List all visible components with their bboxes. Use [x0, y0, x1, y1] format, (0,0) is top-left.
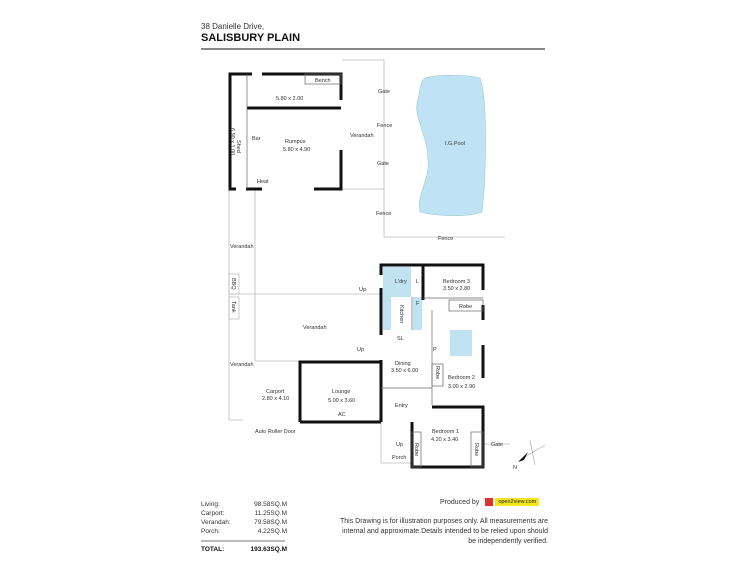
produced-by: Produced by open2view.com [440, 498, 540, 506]
label-laundry: L'dry [395, 279, 407, 285]
header-divider [201, 48, 545, 50]
label-rumpus: Rumpus [285, 139, 306, 145]
outdoor-lines [228, 59, 510, 464]
label-bench: Bench [315, 78, 331, 84]
label-robe-b1-left: Robe [413, 443, 419, 456]
label-carport: Carport [266, 389, 285, 395]
label-bedroom3-size: 3.50 x 2.80 [443, 286, 470, 292]
label-robe-b2: Robe [434, 366, 440, 379]
label-bedroom2: Bedroom 2 [448, 375, 475, 381]
label-bar: Bar [252, 136, 261, 142]
label-gate-2: Gate [377, 161, 389, 167]
produced-by-label: Produced by [440, 498, 480, 506]
disclaimer: This Drawing is for illustration purpose… [340, 518, 549, 545]
label-verandah-main: Verandah [303, 325, 327, 331]
property-suburb: SALISBURY PLAIN [201, 32, 301, 44]
label-heat: Heat [257, 179, 269, 185]
label-verandah-lower: Verandah [230, 362, 254, 368]
label-shed-size: 6.90 x 1.00 [229, 128, 235, 155]
label-dining: Dining [395, 361, 411, 367]
logo-text: open2view.com [495, 498, 540, 506]
label-verandah-side: Verandah [230, 244, 254, 250]
label-bedroom1-size: 4.20 x 3.40 [431, 437, 458, 443]
area-row: Living: 98.58SQ.M [201, 500, 287, 509]
label-shed: Shed [235, 140, 241, 153]
label-fence-1: Fence [377, 123, 392, 129]
label-up-3: Up [396, 442, 403, 448]
label-bedroom2-size: 3.00 x 2.90 [448, 384, 475, 390]
label-fence-3: Fence [438, 236, 453, 242]
north-arrow-icon: N [513, 439, 546, 471]
wet-areas [383, 267, 472, 356]
label-carport-size: 2.80 x 4.10 [262, 396, 289, 402]
label-porch: Porch [392, 455, 406, 461]
area-row: Carport: 11.25SQ.M [201, 509, 287, 518]
label-pool: I.G.Pool [445, 141, 465, 147]
logo-icon [485, 498, 494, 506]
area-label: Living: [201, 501, 220, 508]
area-total: TOTAL: 193.63SQ.M [201, 545, 287, 554]
label-tank: Tank [230, 301, 236, 313]
label-robe-b3: Robe [459, 304, 472, 310]
area-divider [201, 540, 285, 542]
area-label: Porch: [201, 528, 220, 535]
label-sl: SL [397, 336, 404, 342]
label-lounge: Lounge [332, 389, 350, 395]
label-entry: Entry [395, 403, 408, 409]
label-store-size: 5.80 x 2.00 [276, 96, 303, 102]
label-up-2: Up [357, 347, 364, 353]
area-row: Porch: 4.22SQ.M [201, 527, 287, 536]
area-label: Carport: [201, 510, 225, 517]
label-l: L [416, 279, 419, 285]
area-value: 98.58SQ.M [254, 501, 287, 508]
label-fence-2: Fence [376, 211, 391, 217]
label-gate-1: Gate [378, 89, 390, 95]
label-dining-size: 3.50 x 6.00 [391, 368, 418, 374]
interior-lines [246, 73, 484, 468]
label-bedroom3: Bedroom 3 [443, 279, 470, 285]
label-ac: AC [338, 412, 346, 418]
property-address: 38 Danielle Drive, [201, 22, 265, 31]
label-verandah-rear: Verandah [350, 133, 374, 139]
label-f: F [416, 301, 420, 307]
area-row: Verandah: 79.58SQ.M [201, 518, 287, 527]
label-auto-roller-door: Auto Roller Door [255, 429, 296, 435]
label-robe-b1-right: Robe [473, 443, 479, 456]
label-bedroom1: Bedroom 1 [432, 429, 459, 435]
area-summary: Living: 98.58SQ.M Carport: 11.25SQ.M Veran… [201, 500, 287, 554]
area-value: 4.22SQ.M [257, 528, 287, 535]
total-label: TOTAL: [201, 545, 225, 553]
label-p: P [433, 347, 437, 353]
label-lounge-size: 5.00 x 3.60 [328, 398, 355, 404]
label-bbq: BBQ [230, 278, 236, 290]
label-rumpus-size: 5.80 x 4.90 [283, 147, 310, 153]
label-up-1: Up [359, 287, 366, 293]
label-gate-3: Gate [491, 442, 503, 448]
area-value: 11.25SQ.M [254, 510, 287, 517]
total-value: 193.63SQ.M [250, 545, 288, 553]
area-value: 79.58SQ.M [254, 519, 287, 526]
label-kitchen: Kitchen [398, 305, 404, 323]
pool-shape [416, 75, 486, 217]
label-north: N [513, 465, 517, 471]
open2view-logo: open2view.com [485, 498, 540, 506]
area-label: Verandah: [201, 519, 231, 526]
